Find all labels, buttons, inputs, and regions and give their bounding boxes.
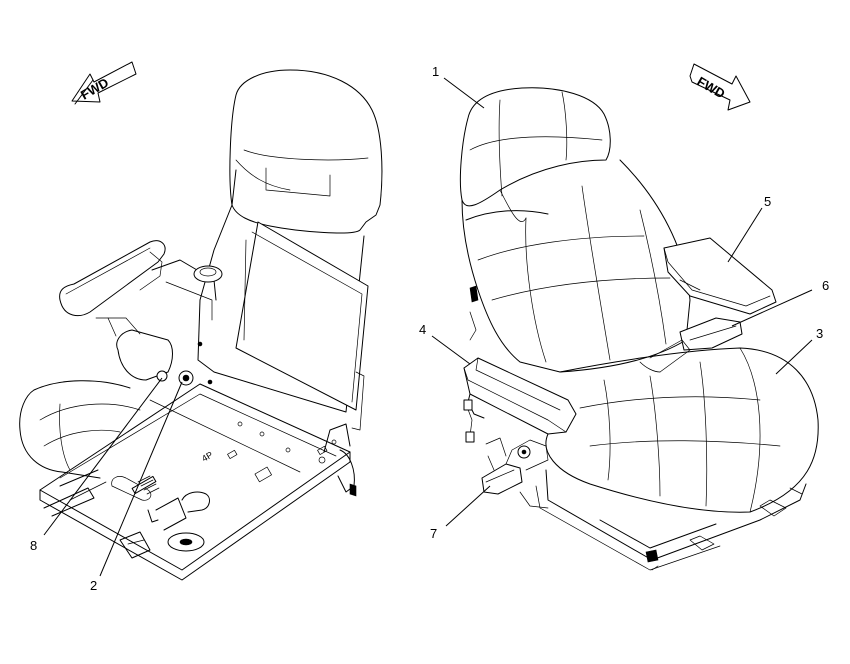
callout-7: 7 bbox=[430, 526, 437, 541]
fwd-label-right: FWD bbox=[695, 74, 728, 102]
plate-marking: 4P bbox=[200, 450, 215, 464]
headrest bbox=[459, 87, 611, 207]
callout-8: 8 bbox=[30, 538, 37, 553]
callout-6: 6 bbox=[822, 278, 829, 293]
armrest-rear-view bbox=[59, 240, 166, 317]
seat-front-view: FWD bbox=[431, 63, 819, 571]
leader-4 bbox=[431, 335, 471, 365]
callout-labels: 1 2 3 4 5 6 7 8 bbox=[30, 64, 829, 593]
callout-2: 2 bbox=[90, 578, 97, 593]
leader-8 bbox=[43, 377, 163, 536]
fwd-arrow-left-icon: FWD bbox=[71, 61, 137, 105]
fwd-arrow-right-icon: FWD bbox=[689, 63, 751, 111]
seat-back bbox=[461, 159, 691, 373]
leader-7 bbox=[445, 485, 491, 527]
callout-3: 3 bbox=[816, 326, 823, 341]
leader-6 bbox=[731, 289, 813, 327]
seat-belt-buckle bbox=[481, 463, 523, 495]
leader-3 bbox=[775, 339, 813, 375]
callout-5: 5 bbox=[764, 194, 771, 209]
adjust-knob-icon bbox=[193, 265, 223, 283]
leader-1 bbox=[443, 77, 485, 109]
leader-5 bbox=[727, 207, 763, 263]
seat-rear-view: FWD bbox=[19, 61, 383, 581]
seat-cushion bbox=[545, 347, 819, 513]
armrest-left bbox=[463, 357, 577, 435]
back-plate bbox=[235, 221, 369, 411]
callout-1: 1 bbox=[432, 64, 439, 79]
armrest-right bbox=[663, 237, 777, 315]
callout-4: 4 bbox=[419, 322, 426, 337]
leader-2 bbox=[99, 381, 183, 577]
